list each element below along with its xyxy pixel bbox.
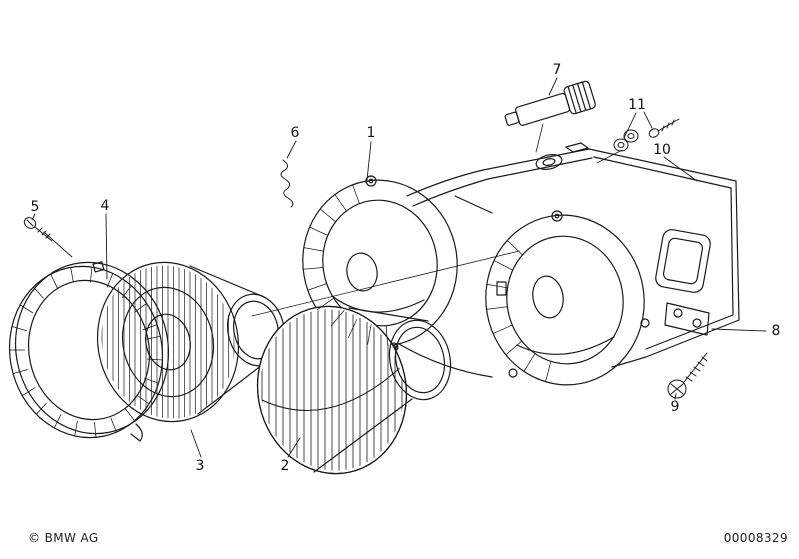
callout-7: 7 [552,62,562,78]
copyright-text: © BMW AG [28,531,99,545]
lens-outline [256,305,408,475]
trim-ring [8,261,170,442]
housing-right-opening [485,210,650,386]
screw-9 [667,352,708,399]
callout-9: 9 [670,399,680,415]
lens-seam [261,365,403,411]
lens [256,305,452,475]
drawing-number: 00008329 [723,531,788,545]
leader-lines [31,77,767,458]
bulb-socket [504,80,596,126]
spring [280,159,294,208]
bracket [664,302,710,336]
alignment-line [251,250,520,317]
housing-flange [406,142,593,207]
ring-shading [9,184,552,438]
callout-5: 5 [30,199,40,215]
screw-5 [23,217,53,242]
washers [613,129,639,152]
callout-8: 8 [771,323,781,339]
callout-6: 6 [290,125,300,141]
callout-10: 10 [653,142,671,158]
housing-left-opening [302,175,458,352]
small-screw [648,118,680,138]
callout-4: 4 [100,198,110,214]
callout-3: 3 [195,458,205,474]
callout-1: 1 [366,125,376,141]
socket-guide-line [535,123,544,153]
mounting-panel [588,148,740,368]
housing-body [398,195,493,378]
callout-11: 11 [628,97,646,113]
callout-2: 2 [280,458,290,474]
washer-guide-line [596,149,623,164]
